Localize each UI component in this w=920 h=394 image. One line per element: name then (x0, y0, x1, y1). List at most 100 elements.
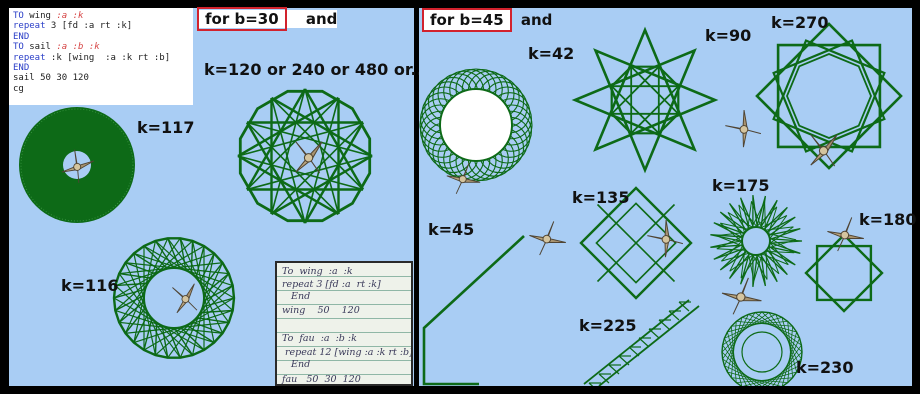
right-heading-suffix: and (520, 11, 553, 29)
turtle-icon (295, 141, 323, 174)
label-k270: k=270 (771, 13, 829, 32)
code-token: TO (13, 42, 24, 53)
spoke-k116 (190, 240, 194, 274)
code-token: END (13, 31, 30, 42)
lattice-k225-line (608, 364, 620, 375)
spoke-k116 (191, 321, 223, 334)
chord-k230 (724, 338, 748, 386)
turtle-body (840, 230, 850, 240)
code-line: END (13, 32, 189, 42)
chord-k230 (721, 311, 763, 353)
turtle-icon (647, 219, 684, 258)
spoke-k116 (195, 245, 205, 278)
label-k175: k=175 (712, 176, 770, 195)
chord-k120 (246, 97, 340, 191)
chord-k120 (270, 97, 364, 191)
chord-k120 (270, 88, 306, 215)
chord-k230 (754, 312, 802, 346)
square-k180 (815, 244, 873, 302)
star-k90-core (610, 65, 680, 135)
star-k90-outer (571, 26, 719, 174)
spoke-k116 (200, 309, 233, 314)
code-token: :k [wing :a :k rt :b] (45, 52, 171, 63)
label-k180: k=180 (859, 210, 917, 229)
turtle-body (73, 162, 82, 171)
code-line: sail 50 30 120 (13, 73, 189, 83)
notebook-line: End (282, 291, 311, 302)
spoke-k116 (186, 324, 215, 344)
spoke-k116 (154, 322, 158, 356)
code-token: END (13, 63, 30, 74)
spoke-k116 (113, 288, 146, 299)
chord-k120 (303, 121, 365, 224)
code-token: :a :b :k (56, 42, 100, 53)
square-k270 (772, 39, 886, 153)
spoke-k116 (124, 307, 147, 334)
right-panel: for b=45 and k=42 k=90 k=270 k=45 k=135 … (419, 8, 916, 386)
notebook-line: fau 50 30 120 (282, 374, 361, 385)
chord-k120 (245, 88, 307, 191)
code-token: repeat (13, 52, 46, 63)
code-line: cg (13, 84, 189, 94)
diagonal-k135 (596, 203, 676, 283)
lattice-k225-edge (598, 305, 700, 386)
label-k116: k=116 (61, 276, 119, 295)
chord-k120 (237, 121, 364, 157)
spoke-k116 (143, 245, 168, 270)
spoke-k116 (202, 297, 235, 308)
spoke-k116 (143, 318, 153, 351)
chord-k230 (767, 351, 803, 386)
chord-k230 (726, 331, 743, 386)
right-heading: for b=45 and (422, 8, 553, 32)
chord-k230 (768, 312, 802, 360)
code-token: sail (23, 42, 57, 53)
turtle-body (661, 235, 671, 244)
chord-k230 (772, 344, 802, 386)
chord-k230 (727, 371, 782, 386)
chord-k230 (762, 358, 802, 386)
chord-k230 (722, 312, 770, 346)
chord-k230 (787, 326, 794, 383)
lattice-k225 (583, 299, 700, 386)
turtle-body (736, 292, 746, 302)
chord-k230 (742, 371, 797, 386)
left-drawings (19, 88, 373, 359)
code-line: TO wing :a :k (13, 11, 189, 21)
chord-k120 (304, 97, 340, 224)
notebook-line: repeat 3 [fd :a rt :k] (282, 279, 381, 290)
turtle-icon (446, 162, 481, 194)
ring-k116-inner (143, 267, 205, 329)
chord-k230 (722, 358, 762, 386)
turtle-icon (529, 221, 566, 256)
turtle-body (458, 175, 467, 184)
chord-k120 (304, 88, 340, 215)
chord-k230 (730, 326, 737, 383)
lattice-k225-line (598, 373, 610, 384)
label-k135: k=135 (572, 188, 630, 207)
chord-k120 (246, 121, 340, 215)
code-token: TO (13, 11, 24, 21)
code-token: :a :k (56, 11, 84, 21)
chord-k230 (726, 317, 743, 373)
chord-k230 (781, 317, 798, 373)
chord-k120 (246, 155, 373, 191)
lattice-k225-line (668, 310, 680, 321)
turtle-icon (721, 277, 762, 315)
turtle-body (542, 234, 552, 244)
code-token: cg (13, 83, 24, 94)
chord-k230 (731, 320, 788, 327)
spoke-k116 (154, 240, 175, 269)
chord-k120 (270, 121, 364, 215)
chord-k230 (787, 321, 794, 378)
octagon-k45-path (422, 235, 525, 386)
chord-k120 (237, 154, 340, 216)
notebook-line: To wing :a :k (282, 266, 353, 277)
square-k135 (595, 202, 677, 284)
lattice-k225-line (678, 301, 690, 312)
chord-k230 (727, 316, 783, 333)
spoke-k116 (196, 317, 229, 324)
spoke-k116 (133, 313, 149, 343)
chord-k230 (721, 351, 757, 386)
